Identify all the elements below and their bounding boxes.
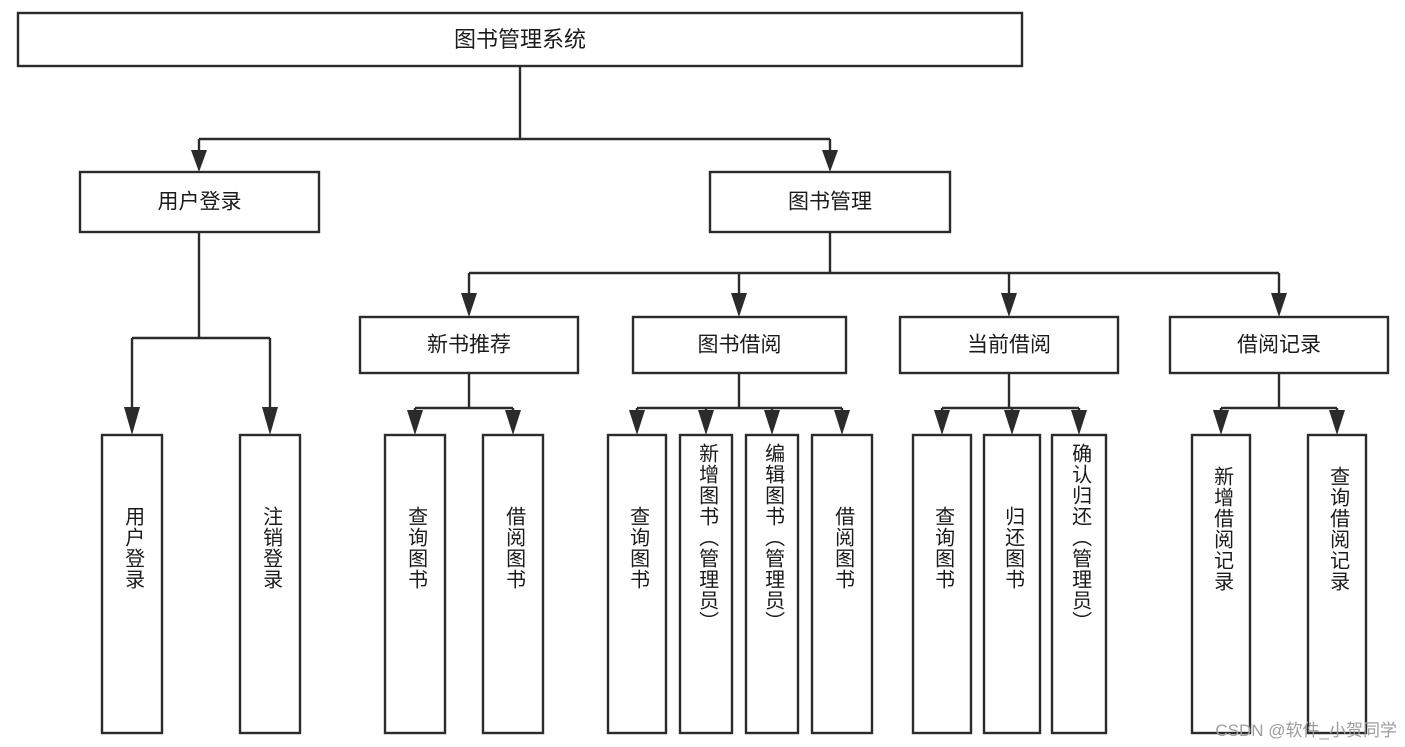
- node-borrow-record-box[interactable]: [1168, 315, 1390, 375]
- node-current-borrow[interactable]: 当前借阅: [898, 315, 1120, 375]
- node-current-borrow-box[interactable]: [898, 315, 1120, 375]
- node-root[interactable]: 图书管理系统: [16, 11, 1024, 68]
- node-user-login-label: 用户登录: [158, 191, 242, 214]
- node-leaf-query-book-borrow-box[interactable]: [606, 433, 668, 735]
- node-book-borrow-label: 图书借阅: [698, 334, 782, 357]
- arrow-to-leaf-query-book-borrow: [629, 410, 645, 435]
- node-root-box[interactable]: [16, 11, 1024, 68]
- arrow-to-leaf-borrow-book-rec: [505, 410, 521, 435]
- node-new-book-recommend-label: 新书推荐: [427, 334, 511, 357]
- arrow-to-leaf-borrow-book: [834, 410, 850, 435]
- arrow-to-new-book-recommend: [461, 293, 477, 317]
- node-leaf-user-login-box[interactable]: [100, 433, 164, 735]
- node-leaf-return-book-box[interactable]: [982, 433, 1042, 735]
- node-leaf-edit-book-box[interactable]: [744, 433, 800, 735]
- arrow-to-leaf-edit-book: [764, 410, 780, 435]
- node-leaf-borrow-book-box[interactable]: [810, 433, 874, 735]
- node-current-borrow-label: 当前借阅: [967, 334, 1051, 357]
- arrow-to-leaf-query-record: [1329, 410, 1345, 435]
- arrow-to-leaf-add-record: [1213, 410, 1229, 435]
- arrow-to-book-management: [822, 150, 838, 172]
- node-root-label: 图书管理系统: [454, 27, 586, 52]
- node-leaf-borrow-book-rec-box[interactable]: [481, 433, 545, 735]
- node-leaf-add-book-box[interactable]: [678, 433, 734, 735]
- node-leaf-logout-box[interactable]: [238, 433, 302, 735]
- node-book-management-label: 图书管理: [788, 191, 872, 214]
- node-leaf-query-record-box[interactable]: [1306, 433, 1368, 735]
- node-new-book-recommend-box[interactable]: [358, 315, 580, 375]
- node-leaf-query-book-rec-box[interactable]: [383, 433, 447, 735]
- node-borrow-record[interactable]: 借阅记录: [1168, 315, 1390, 375]
- arrow-to-user-login: [191, 150, 207, 172]
- node-book-borrow[interactable]: 图书借阅: [631, 315, 848, 375]
- node-book-management[interactable]: 图书管理: [708, 170, 952, 234]
- node-book-management-box[interactable]: [708, 170, 952, 234]
- arrow-to-borrow-record: [1271, 293, 1287, 317]
- node-book-borrow-box[interactable]: [631, 315, 848, 375]
- arrow-to-leaf-add-book: [698, 410, 714, 435]
- node-user-login[interactable]: 用户登录: [78, 170, 321, 234]
- arrow-to-leaf-return-book: [1004, 410, 1020, 435]
- arrow-to-leaf-query-book-cur: [934, 410, 950, 435]
- arrow-to-leaf-user-login: [124, 407, 140, 435]
- node-user-login-box[interactable]: [78, 170, 321, 234]
- leaf-layer: [100, 433, 1368, 735]
- node-new-book-recommend[interactable]: 新书推荐: [358, 315, 580, 375]
- node-borrow-record-label: 借阅记录: [1237, 334, 1321, 357]
- connector-layer: [124, 66, 1345, 435]
- arrow-to-leaf-confirm-return: [1071, 410, 1087, 435]
- node-leaf-add-record-box[interactable]: [1190, 433, 1252, 735]
- arrow-to-current-borrow: [1001, 293, 1017, 317]
- node-leaf-query-book-cur-box[interactable]: [911, 433, 973, 735]
- arrow-to-book-borrow: [731, 293, 747, 317]
- csdn-watermark: CSDN @软件_小贺同学: [1215, 721, 1397, 740]
- arrow-to-leaf-logout: [262, 407, 278, 435]
- node-leaf-confirm-return-box[interactable]: [1050, 433, 1108, 735]
- arrow-to-leaf-query-book-rec: [407, 410, 423, 435]
